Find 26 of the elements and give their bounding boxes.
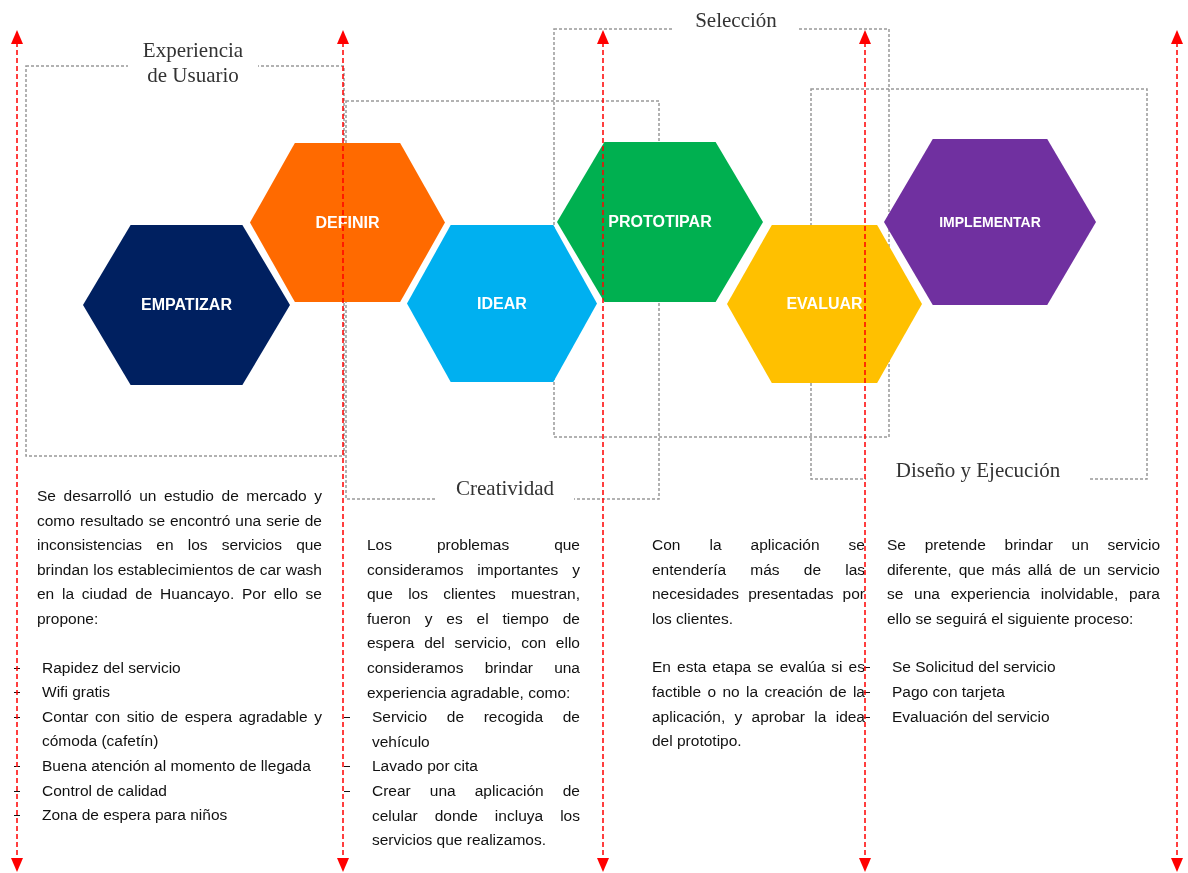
- list-item: Crear una aplicación de celular donde incluya los servicios que realizamos.: [372, 781, 580, 849]
- stage-label: EMPATIZAR: [140, 296, 233, 314]
- list-item: Zona de espera para niños: [42, 806, 228, 824]
- paragraph: Se desarrolló un estudio de mercado y como resultado se encontró una serie de inconsistencias en los servicios que brindan los establecimientos de car wash en la ciudad de Huancayo. Por ello se propone:: [37, 486, 322, 629]
- stage-label: PROTOTIPAR: [607, 213, 713, 231]
- hexagon: [727, 225, 922, 383]
- paragraph: Con la aplicación se entendería más de las necesidades presentadas por los clientes.: [652, 535, 865, 629]
- list-item: Lavado por cita: [372, 757, 478, 775]
- hexagon: [250, 143, 445, 302]
- list-item: Servicio de recogida de vehículo: [372, 708, 580, 750]
- list-item: Pago con tarjeta: [892, 682, 1005, 700]
- paragraph: En esta etapa se evalúa si es factible o no la creación de la aplicación, y aprobar la idea del prototipo.: [652, 657, 865, 752]
- stage-label: DEFINIR: [314, 213, 381, 232]
- stage-label: IDEAR: [476, 294, 528, 313]
- list-item: Evaluación del servicio: [892, 707, 1050, 725]
- paragraph: Los problemas que consideramos importantes y que los clientes muestran, fueron y es el tiempo de espera del servicio, con ello consideramos brindar una experiencia agradable, como:: [367, 535, 580, 703]
- stage-label: EVALUAR: [785, 295, 864, 313]
- list-item: Buena atención al momento de llegada: [42, 756, 311, 774]
- list-item: Contar con sitio de espera agradable y cómoda (cafetín): [42, 707, 322, 750]
- hexagon: [83, 225, 290, 385]
- stage-label: IMPLEMENTAR: [938, 214, 1042, 230]
- list-item: Wifi gratis: [42, 683, 111, 701]
- paragraph: Se pretende brindar un servicio diferente, que más allá de un servicio se una experiencia inolvidable, para ello se seguirá el siguiente proceso:: [887, 535, 1160, 629]
- list-item: Se Solicitud del servicio: [892, 658, 1056, 676]
- list-item: Control de calidad: [42, 781, 167, 799]
- list-item: Rapidez del servicio: [42, 658, 181, 676]
